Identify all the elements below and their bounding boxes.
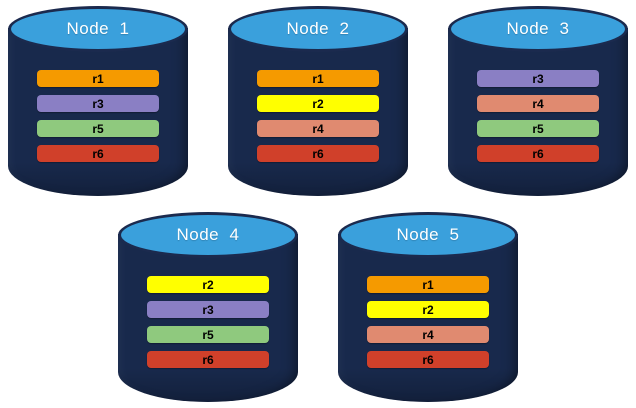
node-label: Node 2 (286, 19, 350, 38)
node-cylinder-bottom-shading (8, 162, 188, 196)
replica-bar[interactable]: r3 (37, 95, 159, 112)
replica-bar[interactable]: r2 (367, 301, 489, 318)
replica-bar[interactable]: r6 (367, 351, 489, 368)
replica-bar[interactable]: r4 (257, 120, 379, 137)
node-label: Node 5 (396, 225, 460, 244)
node-cylinder-top (118, 212, 298, 258)
node-cylinder-top (448, 6, 628, 52)
replica-bar[interactable]: r6 (37, 145, 159, 162)
database-node-1[interactable]: r1 r3 r5 r6 Node 1 (8, 6, 188, 196)
node-cylinder-top (228, 6, 408, 52)
replica-bar[interactable]: r5 (37, 120, 159, 137)
replica-bar[interactable]: r6 (257, 145, 379, 162)
node-cylinder-bottom-shading (118, 368, 298, 402)
replica-bar[interactable]: r4 (367, 326, 489, 343)
node-cylinder-bottom-shading (448, 162, 628, 196)
replica-bar[interactable]: r1 (367, 276, 489, 293)
replica-bar[interactable]: r6 (477, 145, 599, 162)
replica-bar[interactable]: r6 (147, 351, 269, 368)
database-node-5[interactable]: r1 r2 r4 r6 Node 5 (338, 212, 518, 402)
replica-bar[interactable]: r3 (477, 70, 599, 87)
replica-bar[interactable]: r2 (257, 95, 379, 112)
replica-bar[interactable]: r5 (477, 120, 599, 137)
replica-bar[interactable]: r2 (147, 276, 269, 293)
node-cylinder-bottom-shading (338, 368, 518, 402)
database-node-3[interactable]: r3 r4 r5 r6 Node 3 (448, 6, 628, 196)
replica-list: r1 r2 r4 r6 (228, 54, 408, 162)
replica-bar[interactable]: r1 (37, 70, 159, 87)
replica-bar[interactable]: r1 (257, 70, 379, 87)
replica-list: r3 r4 r5 r6 (448, 54, 628, 162)
database-node-2[interactable]: r1 r2 r4 r6 Node 2 (228, 6, 408, 196)
replica-list: r1 r2 r4 r6 (338, 260, 518, 368)
node-label: Node 3 (506, 19, 570, 38)
node-cylinder-bottom-shading (228, 162, 408, 196)
replica-bar[interactable]: r3 (147, 301, 269, 318)
node-label: Node 1 (66, 19, 130, 38)
database-node-4[interactable]: r2 r3 r5 r6 Node 4 (118, 212, 298, 402)
replica-bar[interactable]: r4 (477, 95, 599, 112)
node-cylinder-top (8, 6, 188, 52)
replica-list: r2 r3 r5 r6 (118, 260, 298, 368)
replica-list: r1 r3 r5 r6 (8, 54, 188, 162)
node-cylinder-top (338, 212, 518, 258)
replica-bar[interactable]: r5 (147, 326, 269, 343)
node-label: Node 4 (176, 225, 240, 244)
